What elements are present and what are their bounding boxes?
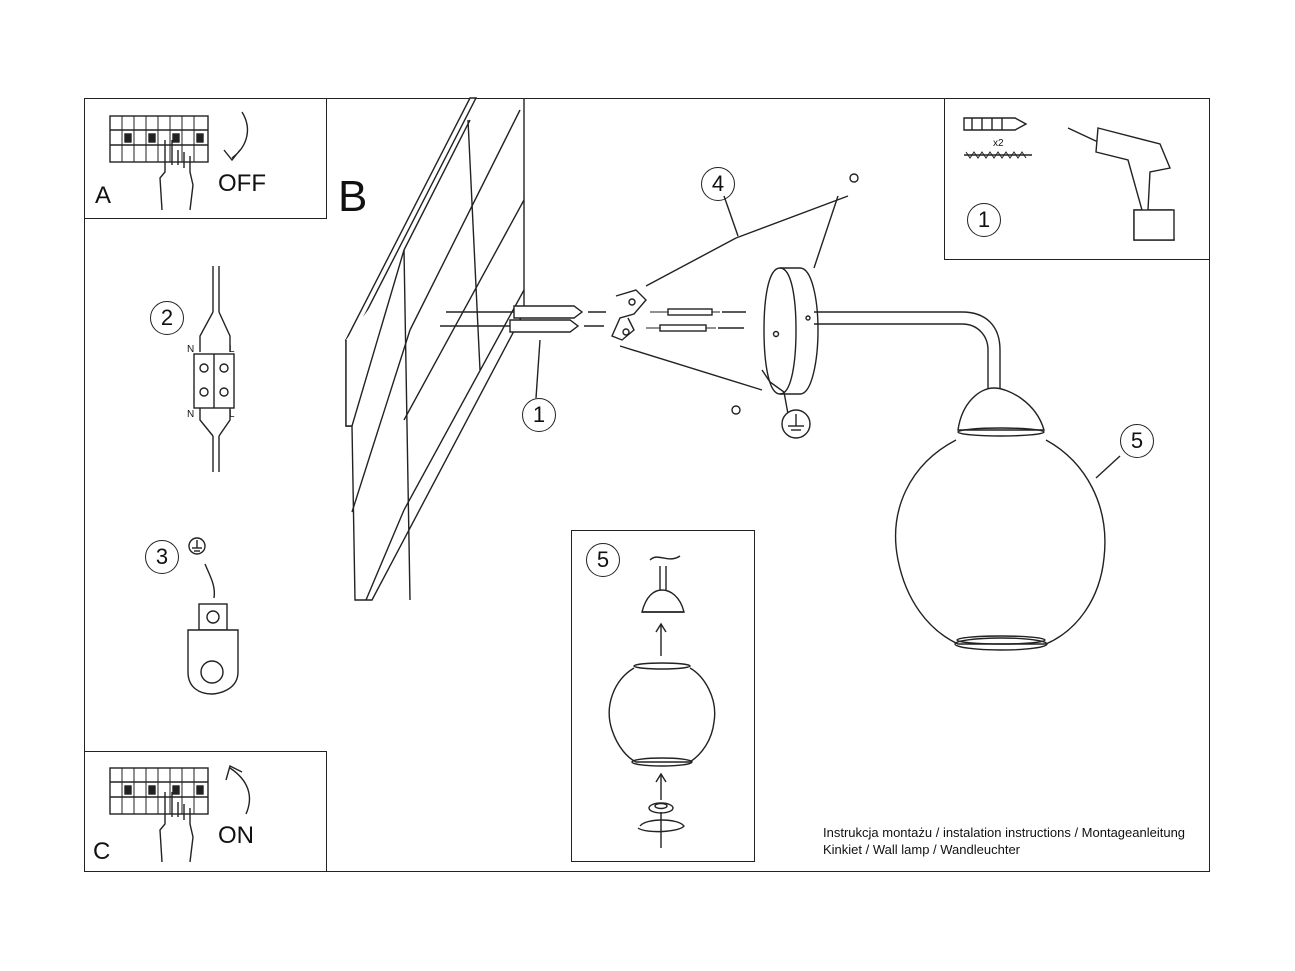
glass-globe-icon [894, 439, 1106, 651]
step-3-marker: 3 [145, 540, 179, 574]
breaker-box-c-icon [109, 767, 209, 815]
panel-c-on-label: ON [218, 822, 254, 849]
detail-cable-icon [641, 555, 685, 613]
earth-wire-icon [761, 369, 789, 415]
wall-tiles-icon [344, 97, 525, 601]
breaker-box-a-icon [109, 115, 209, 163]
step-4-marker: 4 [701, 167, 735, 201]
panel-a-letter: A [95, 182, 112, 209]
leader-line-1 [535, 339, 541, 399]
lamp-holder-rim-icon [957, 427, 1045, 437]
detail-globe-icon [608, 662, 716, 767]
step-2-marker: 2 [150, 301, 184, 335]
wall-plate-icon [763, 267, 819, 395]
panel-c-letter: C [93, 838, 111, 865]
step-5-detail-marker: 5 [586, 543, 620, 577]
lamp-arm-inner-icon [814, 323, 989, 394]
leader-line-4-c [619, 345, 763, 391]
panel-b-letter: B [338, 172, 368, 221]
mounting-bracket-icon [611, 289, 647, 341]
arrow-down-icon [223, 111, 249, 162]
leader-line-4-d [723, 195, 739, 237]
step-5-globe-marker: 5 [1120, 424, 1154, 458]
anchor-count-label: x2 [993, 138, 1004, 149]
hand-c-icon [159, 792, 194, 863]
panel-a-off-label: OFF [218, 170, 266, 197]
lamp-holder-icon [957, 387, 1045, 431]
terminal-label-n-top: N [187, 344, 195, 355]
footer-subtitle: Kinkiet / Wall lamp / Wandleuchter [823, 842, 1020, 857]
terminal-label-l-bottom: L [229, 409, 235, 420]
bracket-screws-icon [646, 308, 746, 332]
earth-symbol-icon [781, 409, 811, 439]
leader-line-4-a [645, 237, 737, 287]
wall-plug-icon [963, 117, 1032, 159]
cap-nut-top-icon [849, 173, 859, 183]
step-1-anchor-marker: 1 [522, 398, 556, 432]
arrow-up-icon [225, 764, 251, 815]
detail-arrow-ring-icon [637, 772, 685, 848]
hand-a-icon [159, 140, 194, 211]
leader-line-nut [813, 195, 839, 269]
leader-line-4-b [735, 195, 849, 239]
detail-arrow-up-icon [655, 622, 667, 656]
step-1-tools-marker: 1 [967, 203, 1001, 237]
instruction-sheet-frame [84, 98, 1210, 872]
cap-nut-bottom-icon [731, 405, 741, 415]
terminal-label-l-top: L [229, 344, 235, 355]
earth-terminal-icon [187, 537, 239, 695]
drill-icon [1067, 127, 1175, 241]
terminal-label-n-bottom: N [187, 409, 195, 420]
terminal-block-icon [193, 266, 235, 472]
footer-title: Instrukcja montażu / instalation instruc… [823, 825, 1186, 840]
anchor-screws-icon [440, 305, 606, 333]
leader-line-5 [1095, 455, 1121, 479]
lamp-arm-icon [814, 311, 1001, 394]
